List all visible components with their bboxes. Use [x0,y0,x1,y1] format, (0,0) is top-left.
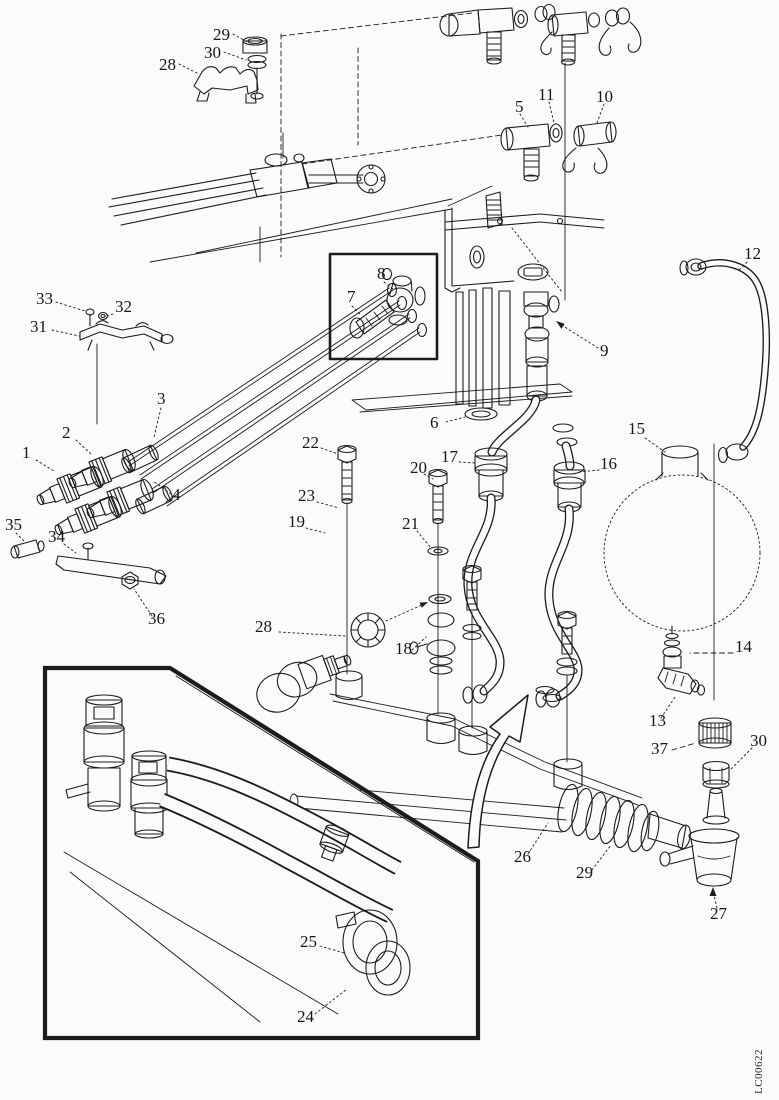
detail-lines [63,851,339,1023]
callout-25: 25 [300,932,317,951]
callout-1: 1 [22,443,31,462]
construction-lines [280,12,503,258]
bolt-center [458,564,488,756]
callout-24: 24 [297,1007,315,1026]
callout-31: 31 [30,317,47,336]
callout-16: 16 [600,454,617,473]
bellows-29 [557,783,691,853]
callout-37: 37 [651,739,669,758]
top-manifold-fittings [439,3,642,301]
callout-18: 18 [395,639,412,658]
callout-27: 27 [710,904,728,923]
nut-36 [121,571,139,590]
figure-code: LC00622 [753,1049,765,1094]
callout-10: 10 [596,87,613,106]
callout-32: 32 [115,297,132,316]
knurled-disc-28 [350,612,386,648]
callout-8: 8 [377,264,386,283]
inset-box-small [328,252,439,361]
callout-7: 7 [347,287,356,306]
tie-rod-parts [659,717,740,887]
cap-29-top [242,36,268,54]
fitting-9 [523,291,560,402]
sensor-28-mid [256,602,428,713]
callout-13: 13 [649,711,666,730]
callout-28-mid: 28 [255,617,272,636]
callout-29-bottom: 29 [576,863,593,882]
magnify-arrow [467,694,529,849]
inset-box-large [42,665,481,1041]
detail-inset [42,665,481,1041]
callout-leaders [15,33,753,1015]
callout-21: 21 [402,514,419,533]
callout-3: 3 [157,389,166,408]
callout-34: 34 [48,527,66,546]
callout-6: 6 [430,413,439,432]
callout-15: 15 [628,419,645,438]
valve-14-elbow-13 [657,625,706,696]
callout-17: 17 [441,447,459,466]
callout-12: 12 [744,244,761,263]
mounting-bracket [444,185,605,293]
leader-arrowhead-9 [556,321,565,329]
callout-28-top: 28 [159,55,176,74]
callout-30-right: 30 [750,731,767,750]
accumulator-15 [603,443,761,701]
callout-2: 2 [62,423,71,442]
detail-fitting-b [130,750,168,839]
leader-arrowhead-27 [709,887,717,896]
washers-30-top [247,54,267,100]
callout-36: 36 [148,609,165,628]
hose-16 [535,423,586,708]
callout-9: 9 [600,341,609,360]
tee-fitting-18 [409,612,456,745]
callout-labels: 29 30 28 5 11 10 12 33 32 31 7 8 9 6 3 2… [5,25,767,1026]
callout-5: 5 [515,97,524,116]
callout-33: 33 [36,289,53,308]
coupler-cluster-1-4 [32,282,428,544]
bracket-31-32-33 [79,308,174,425]
union-fitting-24-25 [319,824,411,996]
steering-valve-assembly [108,132,386,226]
drag-link-lines [149,198,453,263]
callout-26: 26 [514,847,531,866]
callout-30-top: 30 [204,43,221,62]
pipe-12 [679,258,771,464]
callout-14: 14 [735,637,753,656]
fitting-35 [10,539,45,559]
callout-29-top: 29 [213,25,230,44]
tee-fitting-5-11-10 [500,121,617,182]
detail-fitting-a [65,694,125,812]
axle-rail [289,789,567,833]
callout-19: 19 [288,512,305,531]
cross-fitting-inset [328,252,439,361]
callout-22: 22 [302,433,319,452]
callout-20: 20 [410,458,427,477]
bolt-22 [335,444,363,701]
callout-4: 4 [172,485,181,504]
hose-clamp-bracket-28-top [193,66,259,104]
hose-17 [462,395,541,704]
bolt-20-washer-21 [427,468,452,715]
callout-11: 11 [538,85,554,104]
bracket-34 [55,542,167,585]
bolt-right [535,610,583,791]
callout-23: 23 [298,486,315,505]
callout-35: 35 [5,515,22,534]
